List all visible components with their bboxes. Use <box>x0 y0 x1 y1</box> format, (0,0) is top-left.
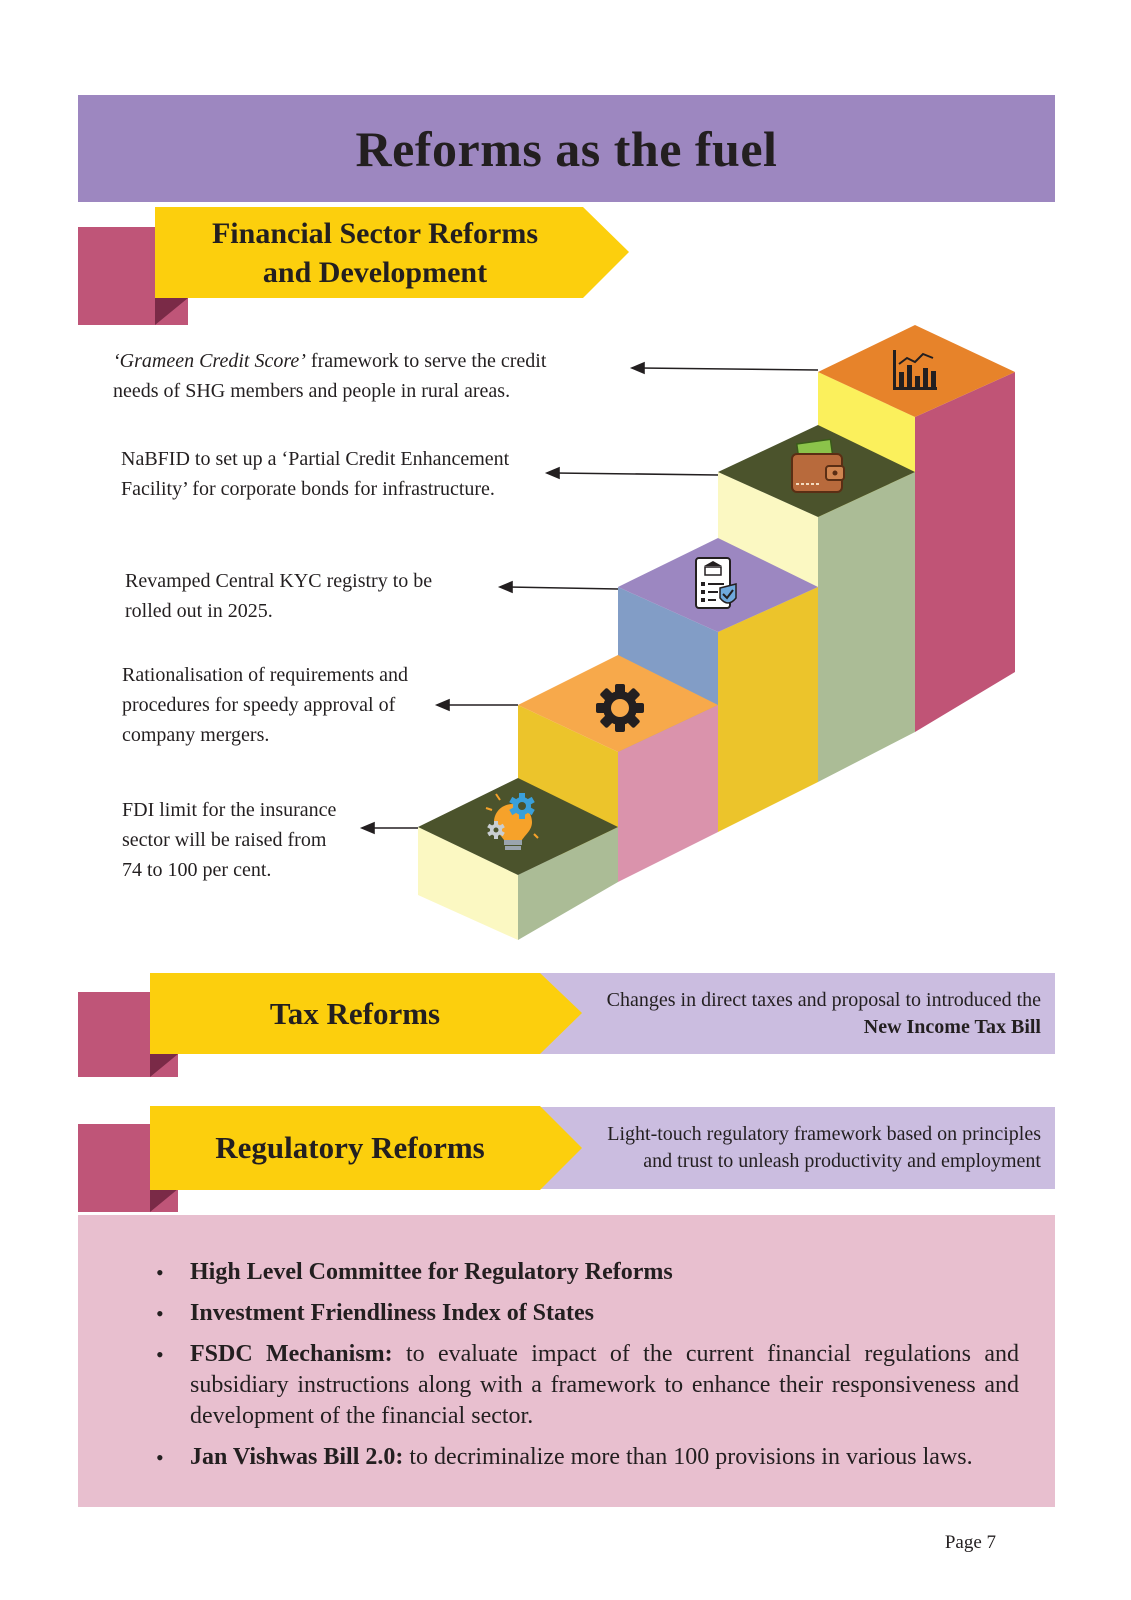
bullet-dot: • <box>156 1342 164 1367</box>
step2-caption: Rationalisation of requirements and proc… <box>122 660 442 750</box>
bullet-text: to evaluate impact of the current financ… <box>190 1341 1019 1429</box>
bullet-bold: FSDC Mechanism: <box>190 1341 393 1367</box>
regulatory-description-box: Light-touch regulatory framework based o… <box>540 1107 1055 1189</box>
regulatory-desc-line1: Light-touch regulatory framework based o… <box>607 1123 1041 1145</box>
step4-line1: NaBFID to set up a ‘Partial Credit Enhan… <box>121 448 510 470</box>
step5-italic: ‘Grameen Credit Score’ <box>113 350 306 372</box>
bullet-item: • Jan Vishwas Bill 2.0: to decriminalize… <box>78 1442 1055 1473</box>
regulatory-banner: Regulatory Reforms <box>150 1106 582 1190</box>
step4-side <box>818 472 915 782</box>
step4-line2: Facility’ for corporate bonds for infras… <box>121 478 495 500</box>
step5-top <box>818 325 1015 417</box>
lightbulb-gears-icon <box>485 793 539 850</box>
step2-line1: Rationalisation of requirements and <box>122 664 409 686</box>
step1-line3: 74 to 100 per cent. <box>122 859 272 881</box>
step3-side <box>718 587 818 832</box>
regulatory-title: Regulatory Reforms <box>215 1130 485 1165</box>
step1-front <box>418 827 518 940</box>
step2-line3: company mergers. <box>122 724 270 746</box>
step1-side <box>518 827 618 940</box>
bullet-bold: High Level Committee for Regulatory Refo… <box>190 1259 673 1285</box>
step2-line2: procedures for speedy approval of <box>122 694 396 716</box>
regulatory-measures-box: • High Level Committee for Regulatory Re… <box>78 1215 1055 1507</box>
bullet-dot: • <box>156 1445 164 1470</box>
staircase-diagram <box>359 325 1015 940</box>
step1-caption: FDI limit for the insurance sector will … <box>122 795 372 885</box>
step3-line2: rolled out in 2025. <box>125 600 273 622</box>
kyc-document-icon <box>695 557 737 609</box>
financial-banner-shape <box>155 207 629 298</box>
arrow-step5 <box>639 367 819 371</box>
regulatory-banner-fold <box>150 1189 178 1212</box>
step5-side <box>915 372 1015 732</box>
bullet-item: • Investment Friendliness Index of State… <box>78 1298 1055 1329</box>
regulatory-desc-line2: and trust to unleash productivity and em… <box>643 1150 1041 1172</box>
page-title: Reforms as the fuel <box>355 120 778 177</box>
financial-title-line2: and Development <box>262 255 488 289</box>
bullet-dot: • <box>156 1301 164 1326</box>
tax-description-box: Changes in direct taxes and proposal to … <box>540 973 1055 1054</box>
tax-banner: Tax Reforms <box>150 973 582 1054</box>
bullet-list: • High Level Committee for Regulatory Re… <box>78 1257 1055 1473</box>
financial-banner: Financial Sector Reforms and Development <box>155 207 629 298</box>
step3-line1: Revamped Central KYC registry to be <box>125 570 433 592</box>
step3-caption: Revamped Central KYC registry to be roll… <box>125 566 485 626</box>
bullet-text: to decriminalize more than 100 provision… <box>403 1444 973 1470</box>
step4-caption: NaBFID to set up a ‘Partial Credit Enhan… <box>121 444 551 504</box>
step1-line1: FDI limit for the insurance <box>122 799 337 821</box>
gear-icon <box>596 684 644 732</box>
bullet-bold: Jan Vishwas Bill 2.0: <box>190 1444 404 1470</box>
regulatory-banner-shape <box>150 1106 582 1190</box>
step1-line2: sector will be raised from <box>122 829 327 851</box>
arrow-step4 <box>554 472 719 476</box>
tax-desc-line1: Changes in direct taxes and proposal to … <box>606 988 1041 1011</box>
step2-side <box>618 705 718 882</box>
financial-banner-fold <box>155 298 188 325</box>
bullet-dot: • <box>156 1260 164 1285</box>
tax-desc-bold: New Income Tax Bill <box>863 1015 1041 1038</box>
step5-line2: needs of SHG members and people in rural… <box>113 380 511 402</box>
bullet-bold: Investment Friendliness Index of States <box>190 1300 595 1326</box>
step5-line1: framework to serve the credit <box>305 350 547 372</box>
arrow-step3 <box>507 586 619 590</box>
bullet-item: • FSDC Mechanism: to evaluate impact of … <box>78 1339 1055 1432</box>
financial-title-line1: Financial Sector Reforms <box>211 216 539 250</box>
page-number: Page 7 <box>944 1532 996 1553</box>
tax-title: Tax Reforms <box>269 995 441 1031</box>
header-bar: Reforms as the fuel <box>78 95 1055 202</box>
wallet-icon <box>791 438 845 493</box>
tax-banner-shape <box>150 973 582 1054</box>
bar-chart-icon <box>893 350 937 390</box>
tax-banner-fold <box>150 1054 178 1077</box>
bullet-item: • High Level Committee for Regulatory Re… <box>78 1257 1055 1288</box>
step5-caption: ‘Grameen Credit Score’ framework to serv… <box>113 346 603 406</box>
